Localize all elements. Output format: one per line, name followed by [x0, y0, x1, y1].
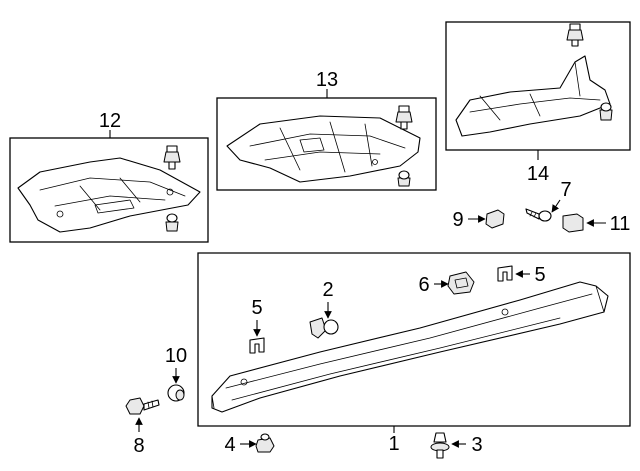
group-1-frame: 1 — [197, 252, 631, 455]
splash-shield-left-part — [17, 157, 201, 233]
clip-3 — [430, 432, 450, 459]
nut-10 — [167, 384, 185, 402]
group-13-frame: 13 — [216, 69, 437, 191]
group-12-frame: 12 — [9, 110, 209, 243]
part-9-group: 9 — [452, 209, 505, 231]
clip-fastener-14a — [566, 23, 584, 47]
rocker-molding-part — [211, 281, 609, 413]
callout-4: 4 — [224, 434, 235, 456]
part-10-group: 10 — [165, 345, 187, 402]
callout-11: 11 — [610, 213, 631, 235]
screw-7 — [525, 208, 552, 222]
part-7-group: 7 — [525, 179, 572, 222]
callout-6: 6 — [418, 274, 429, 296]
part-2-group: 2 — [309, 279, 339, 339]
callout-5b: 5 — [534, 264, 545, 286]
callout-3: 3 — [471, 434, 482, 456]
cap-9 — [485, 209, 505, 229]
part-6-group: 6 — [418, 271, 475, 296]
part-4-group: 4 — [224, 433, 275, 456]
clip-fastener-13b — [397, 170, 411, 187]
part-5a-group: 5 — [249, 297, 265, 354]
clip-2 — [309, 317, 339, 339]
clip-5b — [497, 265, 513, 282]
nut-4 — [255, 433, 275, 453]
clip-6 — [447, 271, 475, 295]
clip-fastener-14b — [599, 102, 613, 121]
callout-9: 9 — [452, 209, 463, 231]
callout-5a: 5 — [251, 297, 262, 319]
rear-side-cover-part — [455, 55, 611, 137]
callout-1: 1 — [388, 433, 399, 455]
callout-14: 14 — [527, 163, 549, 185]
part-3-group: 3 — [430, 432, 483, 459]
callout-12: 12 — [99, 110, 121, 132]
callout-10: 10 — [165, 345, 187, 367]
part-5b-group: 5 — [497, 264, 546, 286]
group-14-frame: 14 — [445, 21, 631, 185]
callout-7: 7 — [560, 179, 571, 201]
callout-13: 13 — [316, 69, 338, 91]
clip-5a — [249, 337, 265, 354]
part-11-group: 11 — [562, 213, 631, 235]
clip-fastener-13a — [395, 105, 413, 130]
under-cover-center-part — [226, 115, 421, 183]
callout-8: 8 — [133, 435, 144, 457]
clip-11 — [562, 213, 584, 233]
clip-fastener-12a — [163, 145, 181, 170]
clip-fastener-12b — [165, 213, 179, 232]
callout-2: 2 — [322, 279, 333, 301]
bolt-8 — [125, 397, 160, 415]
part-8-group: 8 — [125, 397, 160, 457]
